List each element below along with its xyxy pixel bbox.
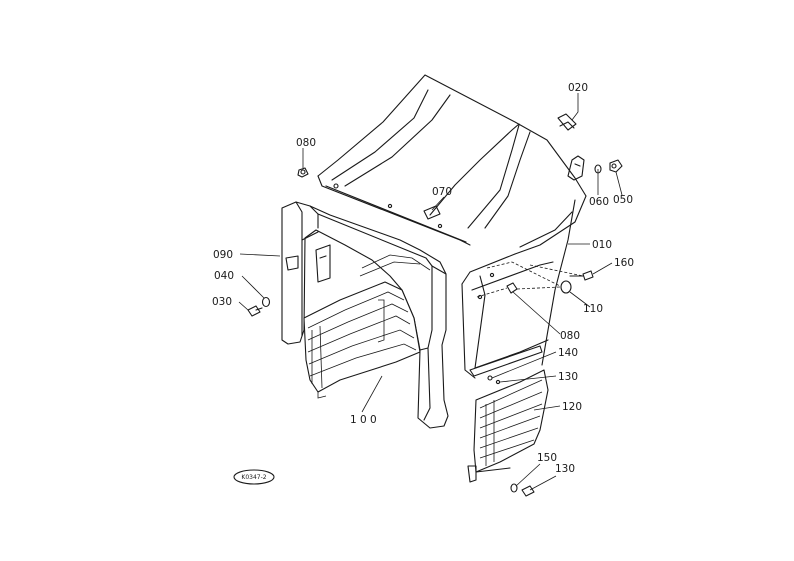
lower-grille-100 bbox=[303, 254, 431, 399]
label-150: 150 bbox=[537, 452, 557, 464]
label-080-mid: 080 bbox=[560, 330, 580, 342]
label-160: 160 bbox=[614, 257, 634, 269]
label-020: 020 bbox=[568, 82, 588, 94]
reference-code-stamp: K0347-2 bbox=[233, 469, 275, 485]
reference-code: K0347-2 bbox=[241, 474, 266, 481]
label-140: 140 bbox=[558, 347, 578, 359]
front-frame-090 bbox=[247, 201, 449, 429]
label-120: 120 bbox=[562, 401, 582, 413]
label-130-mid: 130 bbox=[558, 371, 578, 383]
label-090: 090 bbox=[213, 249, 233, 261]
label-010: 010 bbox=[592, 239, 612, 251]
label-080-top: 080 bbox=[296, 137, 316, 149]
label-130-bottom: 130 bbox=[555, 463, 575, 475]
label-070: 070 bbox=[432, 186, 452, 198]
label-060: 060 bbox=[589, 196, 609, 208]
label-040: 040 bbox=[214, 270, 234, 282]
label-050: 050 bbox=[613, 194, 633, 206]
leader-lines bbox=[238, 93, 623, 491]
front-grille-120 bbox=[467, 345, 549, 497]
label-100: 1 0 0 bbox=[350, 414, 377, 426]
label-030: 030 bbox=[212, 296, 232, 308]
part-labels: 020 080 070 060 050 090 010 040 160 030 … bbox=[212, 82, 634, 475]
label-110: 110 bbox=[583, 303, 603, 315]
